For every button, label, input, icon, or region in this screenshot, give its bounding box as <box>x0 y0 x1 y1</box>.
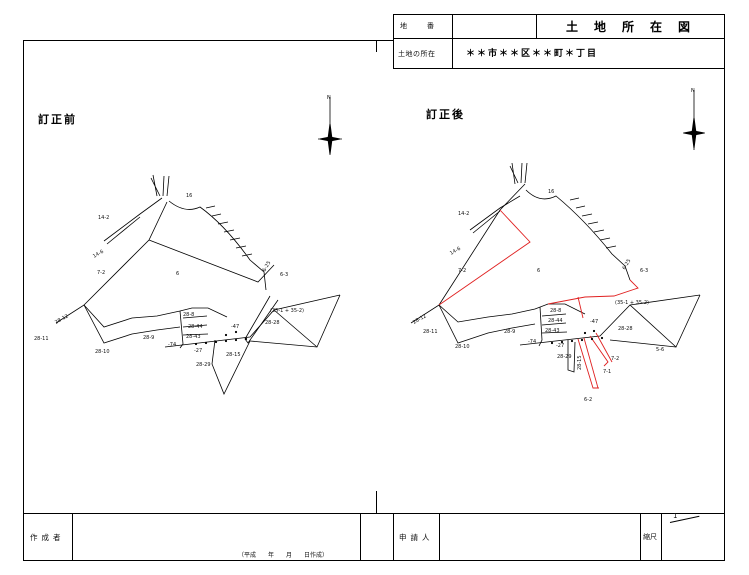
right-correction-lines <box>438 209 639 389</box>
location-label: 土地の所在 <box>398 50 436 58</box>
left-label-14-6: 14-6 <box>92 249 105 260</box>
scale-value: 1 <box>673 512 678 520</box>
date-note: （平成 年 月 日作成） <box>238 552 329 559</box>
right-label-16: 16 <box>548 189 554 195</box>
scale-label: 縮尺 <box>643 533 657 541</box>
footer-scale-left <box>640 513 641 561</box>
right-label-7-2b: 7-2 <box>611 356 619 362</box>
frame-bottom <box>23 560 725 561</box>
right-label-28-12: 28-12 <box>412 313 428 325</box>
right-label-5-6: 5-6 <box>656 347 664 353</box>
header-top-border <box>393 14 724 15</box>
left-label-6-25: 6-25 <box>262 260 273 273</box>
right-label-6-3: 6-3 <box>640 268 648 274</box>
left-label-47: -47 <box>231 324 239 330</box>
left-label-27: -27 <box>194 348 202 354</box>
right-label-6-2: 6-2 <box>584 397 592 403</box>
center-tick-bottom <box>376 491 377 513</box>
header-title-divider <box>536 14 537 38</box>
location-value: ＊＊市＊＊区＊＊町＊丁目 <box>466 49 599 59</box>
left-compass: N <box>318 95 342 155</box>
right-compass-n: N <box>691 88 695 94</box>
right-label-14-2: 14-2 <box>458 211 469 217</box>
center-tick-top <box>376 40 377 52</box>
left-label-7-2: 7-2 <box>97 270 105 276</box>
footer-top-border <box>23 513 725 514</box>
left-label-28-8: 28-8 <box>183 312 194 318</box>
frame-top-right <box>393 68 724 69</box>
left-label-28-43: 28-43 <box>186 334 201 340</box>
footer-scale-divider <box>661 513 662 561</box>
left-parcel-lines <box>55 174 341 395</box>
footer-center-left <box>360 513 361 561</box>
left-label-35: (35-1 + 35-2) <box>270 308 304 314</box>
author-label: 作成者 <box>30 533 65 542</box>
right-label-28-8: 28-8 <box>550 308 561 314</box>
right-label-7-1: 7-1 <box>603 369 611 375</box>
left-label-74: -74 <box>168 342 176 348</box>
lot-number-label: 地 番 <box>400 22 436 30</box>
right-label-6: 6 <box>537 268 540 274</box>
frame-left <box>23 40 24 561</box>
header-left-border <box>393 14 394 68</box>
frame-right <box>724 14 725 561</box>
document-title: 土地所在図 <box>566 20 707 34</box>
left-label-6-3: 6-3 <box>280 272 288 278</box>
right-label-28-43: 28-43 <box>545 328 560 334</box>
header-label-divider <box>452 14 453 68</box>
right-label-27: -27 <box>556 343 564 349</box>
right-label-6-25: 6-25 <box>622 258 633 271</box>
left-label-16: 16 <box>186 193 192 199</box>
left-dots <box>194 330 248 346</box>
left-label-14-2: 14-2 <box>98 215 109 221</box>
left-label-28-11: 28-11 <box>34 336 49 342</box>
footer-center-right <box>393 513 394 561</box>
right-label-28-44: 28-44 <box>548 318 563 324</box>
header-mid-border <box>393 38 724 39</box>
footer-applicant-divider <box>439 513 440 561</box>
right-label-28-11: 28-11 <box>423 329 438 335</box>
right-label-47: -47 <box>590 319 598 325</box>
right-label-14-6: 14-6 <box>449 246 462 257</box>
frame-top-left <box>23 40 394 41</box>
right-label-7-2: 7-2 <box>458 268 466 274</box>
left-label-28-44: 28-44 <box>188 324 203 330</box>
right-label-28-29: 28-29 <box>557 354 572 360</box>
applicant-label: 申請人 <box>399 533 434 542</box>
left-label-6: 6 <box>176 271 179 277</box>
right-label-28-28: 28-28 <box>618 326 633 332</box>
right-label-28-9: 28-9 <box>504 329 515 335</box>
left-compass-n: N <box>327 95 331 101</box>
right-compass: N <box>683 88 705 150</box>
right-label-74: -74 <box>528 339 536 345</box>
right-label-28-15: 28-15 <box>577 355 583 370</box>
left-label-28-29: 28-29 <box>196 362 211 368</box>
left-label-28-10: 28-10 <box>95 349 110 355</box>
right-parcel-lines <box>410 162 701 373</box>
right-parcel-labels: 16 14-2 14-6 7-2 6 28-12 28-11 28-10 28-… <box>412 189 664 403</box>
footer-author-divider <box>72 513 73 561</box>
left-section-title: 訂正前 <box>38 113 77 126</box>
left-label-28-28: 28-28 <box>265 320 280 326</box>
left-label-28-9: 28-9 <box>143 335 154 341</box>
left-label-28-15: 28-15 <box>226 352 241 358</box>
right-label-35: (35-1 + 35-2) <box>615 300 649 306</box>
right-dots <box>550 329 604 345</box>
right-section-title: 訂正後 <box>426 108 465 121</box>
right-label-28-10: 28-10 <box>455 344 470 350</box>
